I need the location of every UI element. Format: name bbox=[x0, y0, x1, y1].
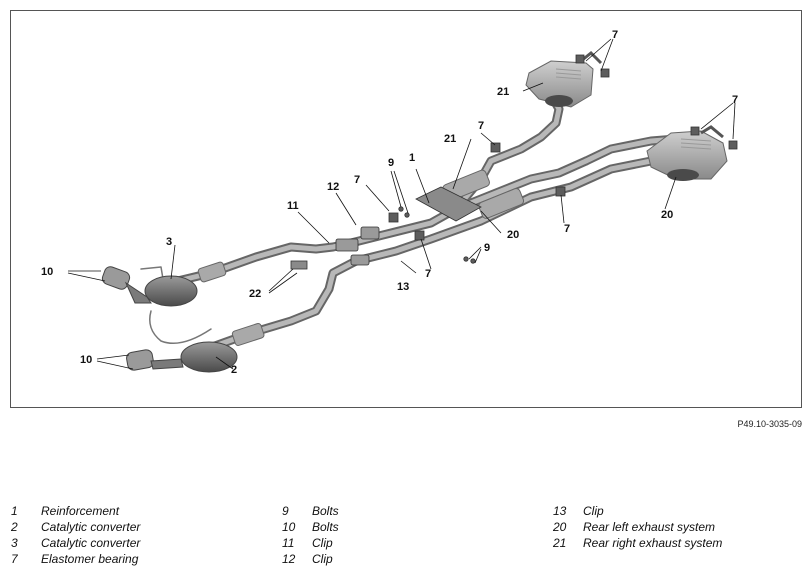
callout-21: 21 bbox=[497, 86, 509, 98]
mufflers bbox=[525, 50, 728, 181]
leader-lines bbox=[67, 38, 736, 370]
elastomer-bearing bbox=[555, 186, 566, 197]
front-resonator-lower bbox=[231, 322, 265, 346]
legend-item: 10 Bolts bbox=[282, 519, 339, 535]
legend-text: Rear left exhaust system bbox=[583, 520, 716, 534]
catalytic-converter-2 bbox=[180, 341, 238, 373]
legend-text: Clip bbox=[312, 536, 333, 550]
callout-21: 21 bbox=[444, 133, 456, 145]
callout-12: 12 bbox=[327, 181, 339, 193]
legend-number: 13 bbox=[553, 504, 567, 518]
elastomer-bearing bbox=[414, 230, 425, 241]
clip-12 bbox=[360, 226, 380, 240]
callout-7: 7 bbox=[612, 29, 618, 41]
legend-number: 1 bbox=[11, 504, 18, 518]
bolt bbox=[470, 258, 476, 264]
legend-number: 9 bbox=[282, 504, 289, 518]
legend-item: 9 Bolts bbox=[282, 503, 339, 519]
legend-item: 21 Rear right exhaust system bbox=[553, 535, 722, 551]
callout-11: 11 bbox=[287, 200, 299, 212]
legend-item: 7 Elastomer bearing bbox=[11, 551, 140, 567]
callout-9: 9 bbox=[388, 157, 394, 169]
reinforcement bbox=[415, 186, 482, 222]
exhaust-diagram: 7 21 7 21 7 9 1 7 12 11 3 10 22 10 2 13 … bbox=[41, 29, 738, 376]
pipes bbox=[140, 90, 706, 356]
bolt bbox=[404, 212, 410, 218]
bolt bbox=[463, 256, 469, 262]
legend-number: 10 bbox=[282, 520, 296, 534]
catalytic-converters bbox=[101, 266, 238, 373]
sensor-cable bbox=[140, 266, 164, 280]
legend-item: 13 Clip bbox=[553, 503, 722, 519]
callout-7: 7 bbox=[478, 120, 484, 132]
elastomer-bearing bbox=[728, 140, 738, 150]
legend-number: 21 bbox=[553, 536, 567, 550]
legend-number: 12 bbox=[282, 552, 296, 566]
callout-2: 2 bbox=[231, 364, 237, 376]
legend-text: Rear right exhaust system bbox=[583, 536, 723, 550]
legend-text: Reinforcement bbox=[41, 504, 120, 518]
front-resonator-upper bbox=[197, 261, 227, 283]
callout-3: 3 bbox=[166, 236, 172, 248]
clip-11 bbox=[335, 238, 359, 252]
callout-numbers: 7 21 7 21 7 9 1 7 12 11 3 10 22 10 2 13 … bbox=[41, 29, 738, 376]
elastomer-bearing bbox=[600, 68, 610, 78]
legend-text: Bolts bbox=[312, 520, 339, 534]
legend-text: Catalytic converter bbox=[41, 536, 141, 550]
figure-code: P49.10-3035-09 bbox=[737, 419, 802, 429]
legend-text: Clip bbox=[312, 552, 333, 566]
bolt bbox=[398, 206, 404, 212]
legend-item: 12 Clip bbox=[282, 551, 339, 567]
legend-text: Catalytic converter bbox=[41, 520, 141, 534]
callout-13: 13 bbox=[397, 281, 409, 293]
legend-text: Elastomer bearing bbox=[41, 552, 139, 566]
elastomer-bearing bbox=[575, 54, 585, 64]
legend-text: Bolts bbox=[312, 504, 339, 518]
rear-left-muffler bbox=[646, 130, 728, 180]
legend-number: 2 bbox=[11, 520, 18, 534]
callout-20: 20 bbox=[661, 209, 673, 221]
callout-7: 7 bbox=[732, 94, 738, 106]
legend-item: 1 Reinforcement bbox=[11, 503, 140, 519]
callout-7: 7 bbox=[425, 268, 431, 280]
catalytic-converter-3 bbox=[144, 275, 198, 307]
callout-7: 7 bbox=[354, 174, 360, 186]
legend-number: 3 bbox=[11, 536, 18, 550]
legend-text: Clip bbox=[583, 504, 604, 518]
legend-number: 20 bbox=[553, 520, 567, 534]
elastomer-bearing bbox=[690, 126, 700, 136]
callout-7: 7 bbox=[564, 223, 570, 235]
clip-13 bbox=[350, 254, 370, 266]
elastomer-bearing bbox=[388, 212, 399, 223]
callout-1: 1 bbox=[409, 152, 415, 164]
legend-number: 7 bbox=[11, 552, 18, 566]
center-resonator-left bbox=[478, 188, 525, 219]
legend-number: 11 bbox=[282, 536, 295, 550]
legend-item: 3 Catalytic converter bbox=[11, 535, 140, 551]
callout-10: 10 bbox=[41, 266, 53, 278]
callout-10: 10 bbox=[80, 354, 92, 366]
rear-right-muffler bbox=[525, 60, 594, 108]
sensor-cable bbox=[149, 310, 212, 344]
callout-22: 22 bbox=[249, 288, 261, 300]
legend-item: 2 Catalytic converter bbox=[11, 519, 140, 535]
elastomer-bearing bbox=[490, 142, 501, 153]
callout-9: 9 bbox=[484, 242, 490, 254]
small-parts bbox=[290, 54, 738, 270]
legend-item: 20 Rear left exhaust system bbox=[553, 519, 722, 535]
legend-column: 13 Clip 20 Rear left exhaust system 21 Rear… bbox=[553, 503, 722, 551]
hanger-bracket-22 bbox=[290, 260, 308, 270]
exhaust-system-figure: 7 21 7 21 7 9 1 7 12 11 3 10 22 10 2 13 … bbox=[10, 10, 802, 408]
legend-item: 11 Clip bbox=[282, 535, 339, 551]
callout-20: 20 bbox=[507, 229, 519, 241]
